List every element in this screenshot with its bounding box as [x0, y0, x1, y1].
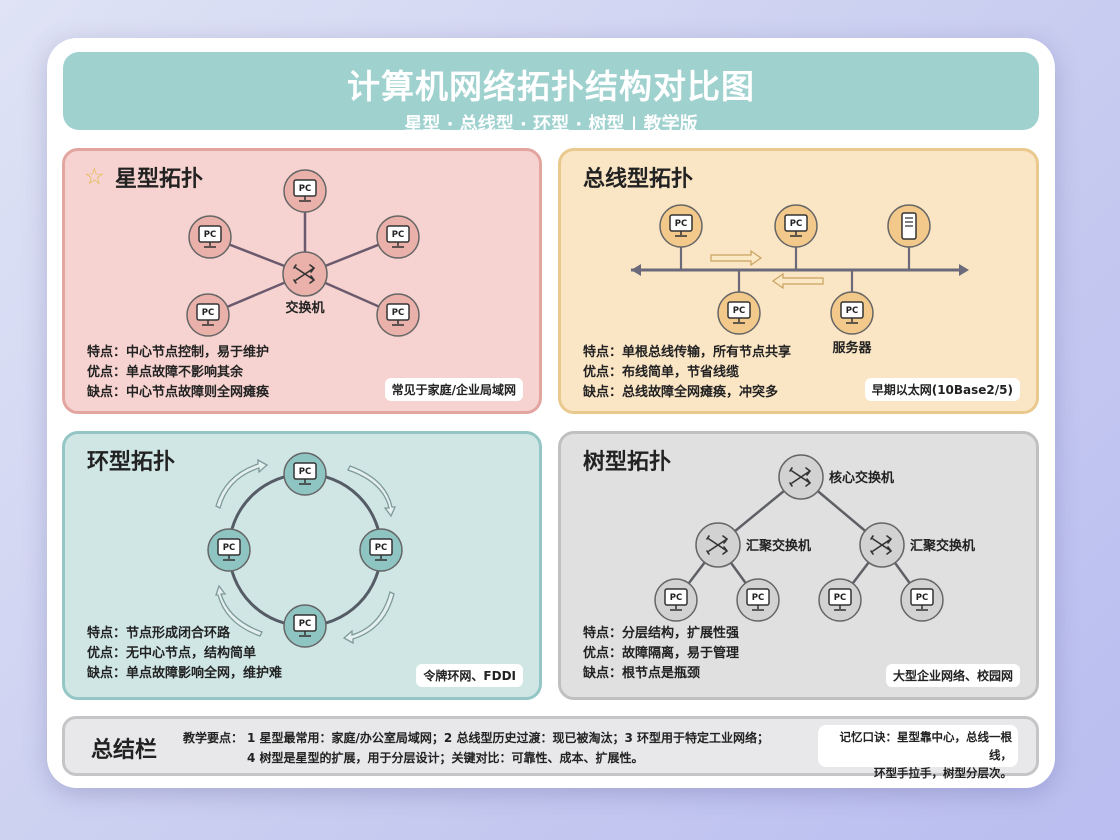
data-flow-arrow-left — [771, 272, 824, 290]
ring-title: 环型拓扑 — [87, 450, 176, 475]
page-title: 计算机网络拓扑结构对比图 — [347, 67, 755, 106]
star-topology-panel: ☆ 星型拓扑 PC PC PC PC PC 交换机 特点：中心节点控制，易于维护 优点：单… — [62, 148, 542, 414]
pc-label: PC — [299, 467, 311, 477]
ring-arrow-nw — [215, 458, 269, 509]
bus-title: 总线型拓扑 — [583, 167, 694, 192]
ring-usage-tag: 令牌环网、FDDI — [416, 664, 523, 687]
pc-node-1: PC — [283, 169, 327, 213]
pc-label: PC — [916, 593, 928, 603]
mnemonic-line1: 记忆口诀：星型靠中心，总线一根线， — [839, 730, 1013, 762]
ring-arrow-se — [342, 591, 395, 645]
ring-arrow-sw — [215, 584, 263, 637]
star-features: 特点：中心节点控制，易于维护 优点：单点故障不影响其余 缺点：中心节点故障则全网… — [87, 343, 269, 403]
tree-feature-pro: 优点：故障隔离，易于管理 — [583, 646, 740, 661]
pc-node-1: PC — [654, 578, 698, 622]
pc-label: PC — [299, 619, 311, 629]
pc-label: PC — [202, 308, 214, 318]
pc-label: PC — [392, 230, 404, 240]
data-flow-arrow-right — [710, 249, 763, 267]
tree-features: 特点：分层结构，扩展性强 优点：故障隔离，易于管理 缺点：根节点是瓶颈 — [583, 624, 739, 684]
mnemonic-line2: 环型手拉手，树型分层次。 — [874, 766, 1012, 780]
ring-topology-panel: 环型拓扑 PC PC PC PC 特点：节点形成闭合环路 优点：无中心节点，结构简单 … — [62, 431, 542, 700]
pc-node-2: PC — [359, 528, 403, 572]
pc-node-2: PC — [736, 578, 780, 622]
ring-features: 特点：节点形成闭合环路 优点：无中心节点，结构简单 缺点：单点故障影响全网，维护… — [87, 624, 282, 684]
pc-label: PC — [299, 184, 311, 194]
pc-label: PC — [392, 308, 404, 318]
pc-node-2: PC — [188, 215, 232, 259]
pc-label: PC — [846, 306, 858, 316]
summary-bar: 总结栏 教学要点： 1 星型最常用：家庭/办公室局域网；2 总线型历史过渡：现已… — [62, 716, 1039, 780]
hub-label: 交换机 — [285, 300, 324, 316]
tree-title: 树型拓扑 — [583, 450, 672, 475]
pc-node-1: PC — [283, 452, 327, 496]
pc-node-4: PC — [900, 578, 944, 622]
server-node: PC — [830, 291, 874, 335]
bus-feature-trait: 特点：单根总线传输，所有节点共享 — [583, 345, 792, 360]
tree-feature-con: 缺点：根节点是瓶颈 — [583, 666, 701, 681]
pc-label: PC — [834, 593, 846, 603]
pc-node-3: PC — [283, 604, 327, 648]
bus-end-right — [959, 264, 969, 276]
bus-end-left — [631, 264, 641, 276]
star-feature-con: 缺点：中心节点故障则全网瘫痪 — [87, 385, 270, 400]
star-title: 星型拓扑 — [115, 167, 204, 192]
ring-feature-trait: 特点：节点形成闭合环路 — [87, 626, 231, 641]
pc-label: PC — [204, 230, 216, 240]
core-switch — [778, 454, 824, 500]
pc-label: PC — [675, 219, 687, 229]
tree-topology-panel: 树型拓扑 PC PC PC PC 核心交换机汇聚交换机 汇聚交换机 特点：分层结构，扩展性… — [558, 431, 1039, 700]
aggregation-switch-right — [859, 522, 905, 568]
pc-label: PC — [752, 593, 764, 603]
tree-feature-trait: 特点：分层结构，扩展性强 — [583, 626, 740, 641]
switch-hub — [282, 251, 328, 297]
server-label: 服务器 — [832, 340, 872, 356]
pc-label: PC — [790, 219, 802, 229]
pc-label: PC — [375, 543, 387, 553]
pc-node-5: PC — [376, 293, 420, 337]
summary-label: 教学要点： — [183, 731, 244, 745]
pc-node-3: PC — [717, 291, 761, 335]
page-subtitle: 星型 · 总线型 · 环型 · 树型 | 教学版 — [404, 114, 698, 135]
star-icon: ☆ — [84, 164, 105, 190]
ring-diagram: PC PC PC PC — [207, 452, 403, 648]
bus-usage-tag: 早期以太网(10Base2/5) — [864, 378, 1020, 401]
summary-point-line1: 1 星型最常用：家庭/办公室局域网；2 总线型历史过渡：现已被淘汰；3 环型用于… — [247, 731, 769, 745]
summary-point-line2: 4 树型是星型的扩展，用于分层设计；关键对比：可靠性、成本、扩展性。 — [247, 751, 644, 765]
header-banner: 计算机网络拓扑结构对比图 星型 · 总线型 · 环型 · 树型 | 教学版 — [63, 52, 1039, 135]
core-switch-label: 核心交换机 — [829, 470, 894, 486]
aggregation-switch-label-left: 汇聚交换机 — [746, 538, 811, 554]
star-diagram: PC PC PC PC PC 交换机 — [186, 169, 420, 337]
bus-diagram: PC PC PC PC 服务器 — [631, 204, 969, 356]
bus-feature-pro: 优点：布线简单，节省线缆 — [583, 365, 740, 380]
star-feature-trait: 特点：中心节点控制，易于维护 — [87, 345, 270, 360]
pc-node-4: PC — [207, 528, 251, 572]
star-feature-pro: 优点：单点故障不影响其余 — [87, 365, 244, 380]
aggregation-switch-left — [695, 522, 741, 568]
bus-features: 特点：单根总线传输，所有节点共享 优点：布线简单，节省线缆 缺点：总线故障全网瘫… — [583, 343, 791, 403]
server-node-top — [887, 204, 931, 248]
pc-label: PC — [733, 306, 745, 316]
ring-arrow-ne — [347, 465, 397, 518]
pc-node-3: PC — [376, 215, 420, 259]
pc-node-1: PC — [659, 204, 703, 248]
bus-feature-con: 缺点：总线故障全网瘫痪，冲突多 — [583, 385, 779, 400]
pc-label: PC — [670, 593, 682, 603]
bus-topology-panel: 总线型拓扑 PC PC PC PC 服务器 特点：单根总线传输，所有节点共享 优点：布线… — [558, 148, 1039, 414]
pc-node-3: PC — [818, 578, 862, 622]
summary-title: 总结栏 — [91, 738, 158, 763]
aggregation-switch-label-right: 汇聚交换机 — [910, 538, 975, 554]
star-usage-tag: 常见于家庭/企业局域网 — [384, 378, 523, 401]
ring-feature-con: 缺点：单点故障影响全网，维护难 — [87, 666, 283, 681]
ring-feature-pro: 优点：无中心节点，结构简单 — [87, 646, 257, 661]
tree-usage-tag: 大型企业网络、校园网 — [885, 664, 1020, 687]
mnemonic-box: 记忆口诀：星型靠中心，总线一根线， 环型手拉手，树型分层次。 — [818, 725, 1018, 780]
ring-cable — [227, 472, 383, 628]
pc-label: PC — [223, 543, 235, 553]
pc-node-2: PC — [774, 204, 818, 248]
pc-node-4: PC — [186, 293, 230, 337]
